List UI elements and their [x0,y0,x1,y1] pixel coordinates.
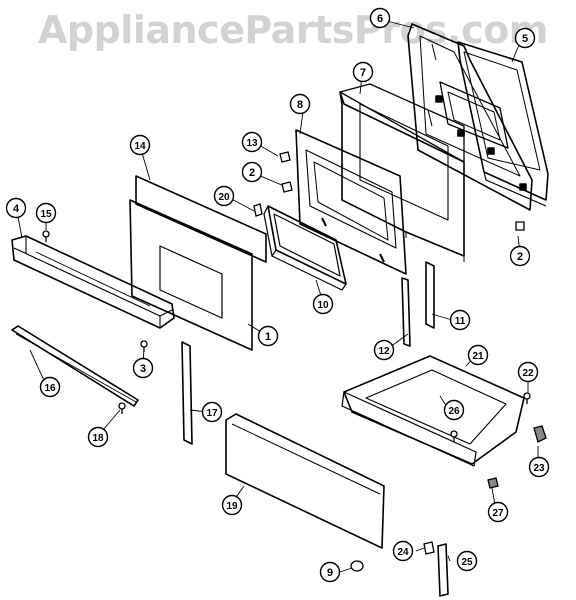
callout-18: 18 [87,426,109,448]
callout-1: 1 [257,325,279,347]
callout-label: 5 [522,33,528,45]
callout-15: 15 [35,202,57,224]
callout-label: 25 [461,557,473,568]
part-22-screw [523,392,531,404]
part-25-glide [437,543,449,597]
callout-label: 3 [140,363,146,375]
callout-label: 20 [218,192,230,203]
part-9-foot [350,560,364,572]
leader-lines [15,19,539,573]
part-21-drawer-body [341,355,525,467]
part-4-door-handle [11,235,175,329]
part-2-clip-right [515,221,525,231]
callout-11: 11 [449,309,471,331]
watermark: AppliancePartsPros.com [38,8,548,52]
callout-24: 24 [392,540,414,562]
part-19-drawer-front [225,413,385,549]
callout-label: 15 [40,209,52,220]
part-18-screw [118,402,126,414]
callout-23: 23 [528,456,550,478]
callout-label: 13 [246,138,258,149]
callout-label: 24 [397,547,409,558]
part-27-clip [487,477,499,489]
callout-2: 2 [509,245,531,267]
callout-25: 25 [456,550,478,572]
callout-17: 17 [201,401,223,423]
callout-label: 21 [472,351,484,362]
callout-label: 12 [378,346,390,357]
part-2-clip [281,181,293,193]
hardware [42,151,547,572]
part-23-bumper [533,425,547,443]
callout-21: 21 [467,344,489,366]
callout-6: 6 [369,7,391,29]
callout-label: 2 [517,251,523,263]
callout-27: 27 [487,501,509,523]
callout-14: 14 [129,134,151,156]
part-10-window-glass [263,205,347,291]
callout-16: 16 [39,376,61,398]
part-13-clip [279,151,291,163]
callout-19: 19 [221,494,243,516]
part-20-clip [253,203,263,217]
callout-5: 5 [514,27,536,49]
part-5-outer-panel [457,41,549,207]
callout-13: 13 [241,131,263,153]
callout-label: 6 [377,13,383,25]
callout-label: 4 [13,203,20,215]
callout-label: 11 [455,316,466,327]
callout-9: 9 [319,561,341,583]
part-16-bottom-rail [11,325,139,407]
callout-8: 8 [289,93,311,115]
callout-label: 19 [226,501,238,512]
callout-3: 3 [132,357,154,379]
part-26-screw [450,430,458,442]
callout-layer: 1223456789101112131415161718192021222324… [5,7,550,583]
callout-label: 26 [448,406,460,417]
callout-label: 14 [134,141,146,152]
callout-12: 12 [373,339,395,361]
callout-22: 22 [517,361,539,383]
part-24-clip [423,541,435,555]
part-17-side-trim [181,341,193,445]
callout-7: 7 [352,61,374,83]
callout-label: 9 [327,567,333,579]
part-6-inner-frame [407,23,533,211]
callout-4: 4 [5,197,27,219]
callout-20: 20 [213,185,235,207]
part-7-door-liner [339,83,465,262]
part-8-glass-frame [295,129,407,275]
callout-label: 27 [492,508,504,519]
callout-label: 7 [360,67,366,79]
callout-label: 16 [44,383,56,394]
callout-label: 22 [522,368,534,379]
part-1-outer-door [129,199,253,351]
callout-label: 2 [249,167,255,179]
callout-label: 8 [297,99,303,111]
part-11-vertical-seal [425,261,435,329]
callout-26: 26 [443,399,465,421]
callout-label: 1 [265,331,271,343]
callout-label: 23 [533,463,545,474]
part-12-vertical-seal [401,277,411,347]
part-15-screw [42,230,50,242]
callout-label: 17 [206,408,218,419]
callout-label: 18 [92,433,104,444]
part-14-trim-strip [135,175,267,263]
part-3-screw [140,340,148,352]
callout-2: 2 [241,161,263,183]
callout-10: 10 [312,293,334,315]
callout-label: 10 [317,300,329,311]
